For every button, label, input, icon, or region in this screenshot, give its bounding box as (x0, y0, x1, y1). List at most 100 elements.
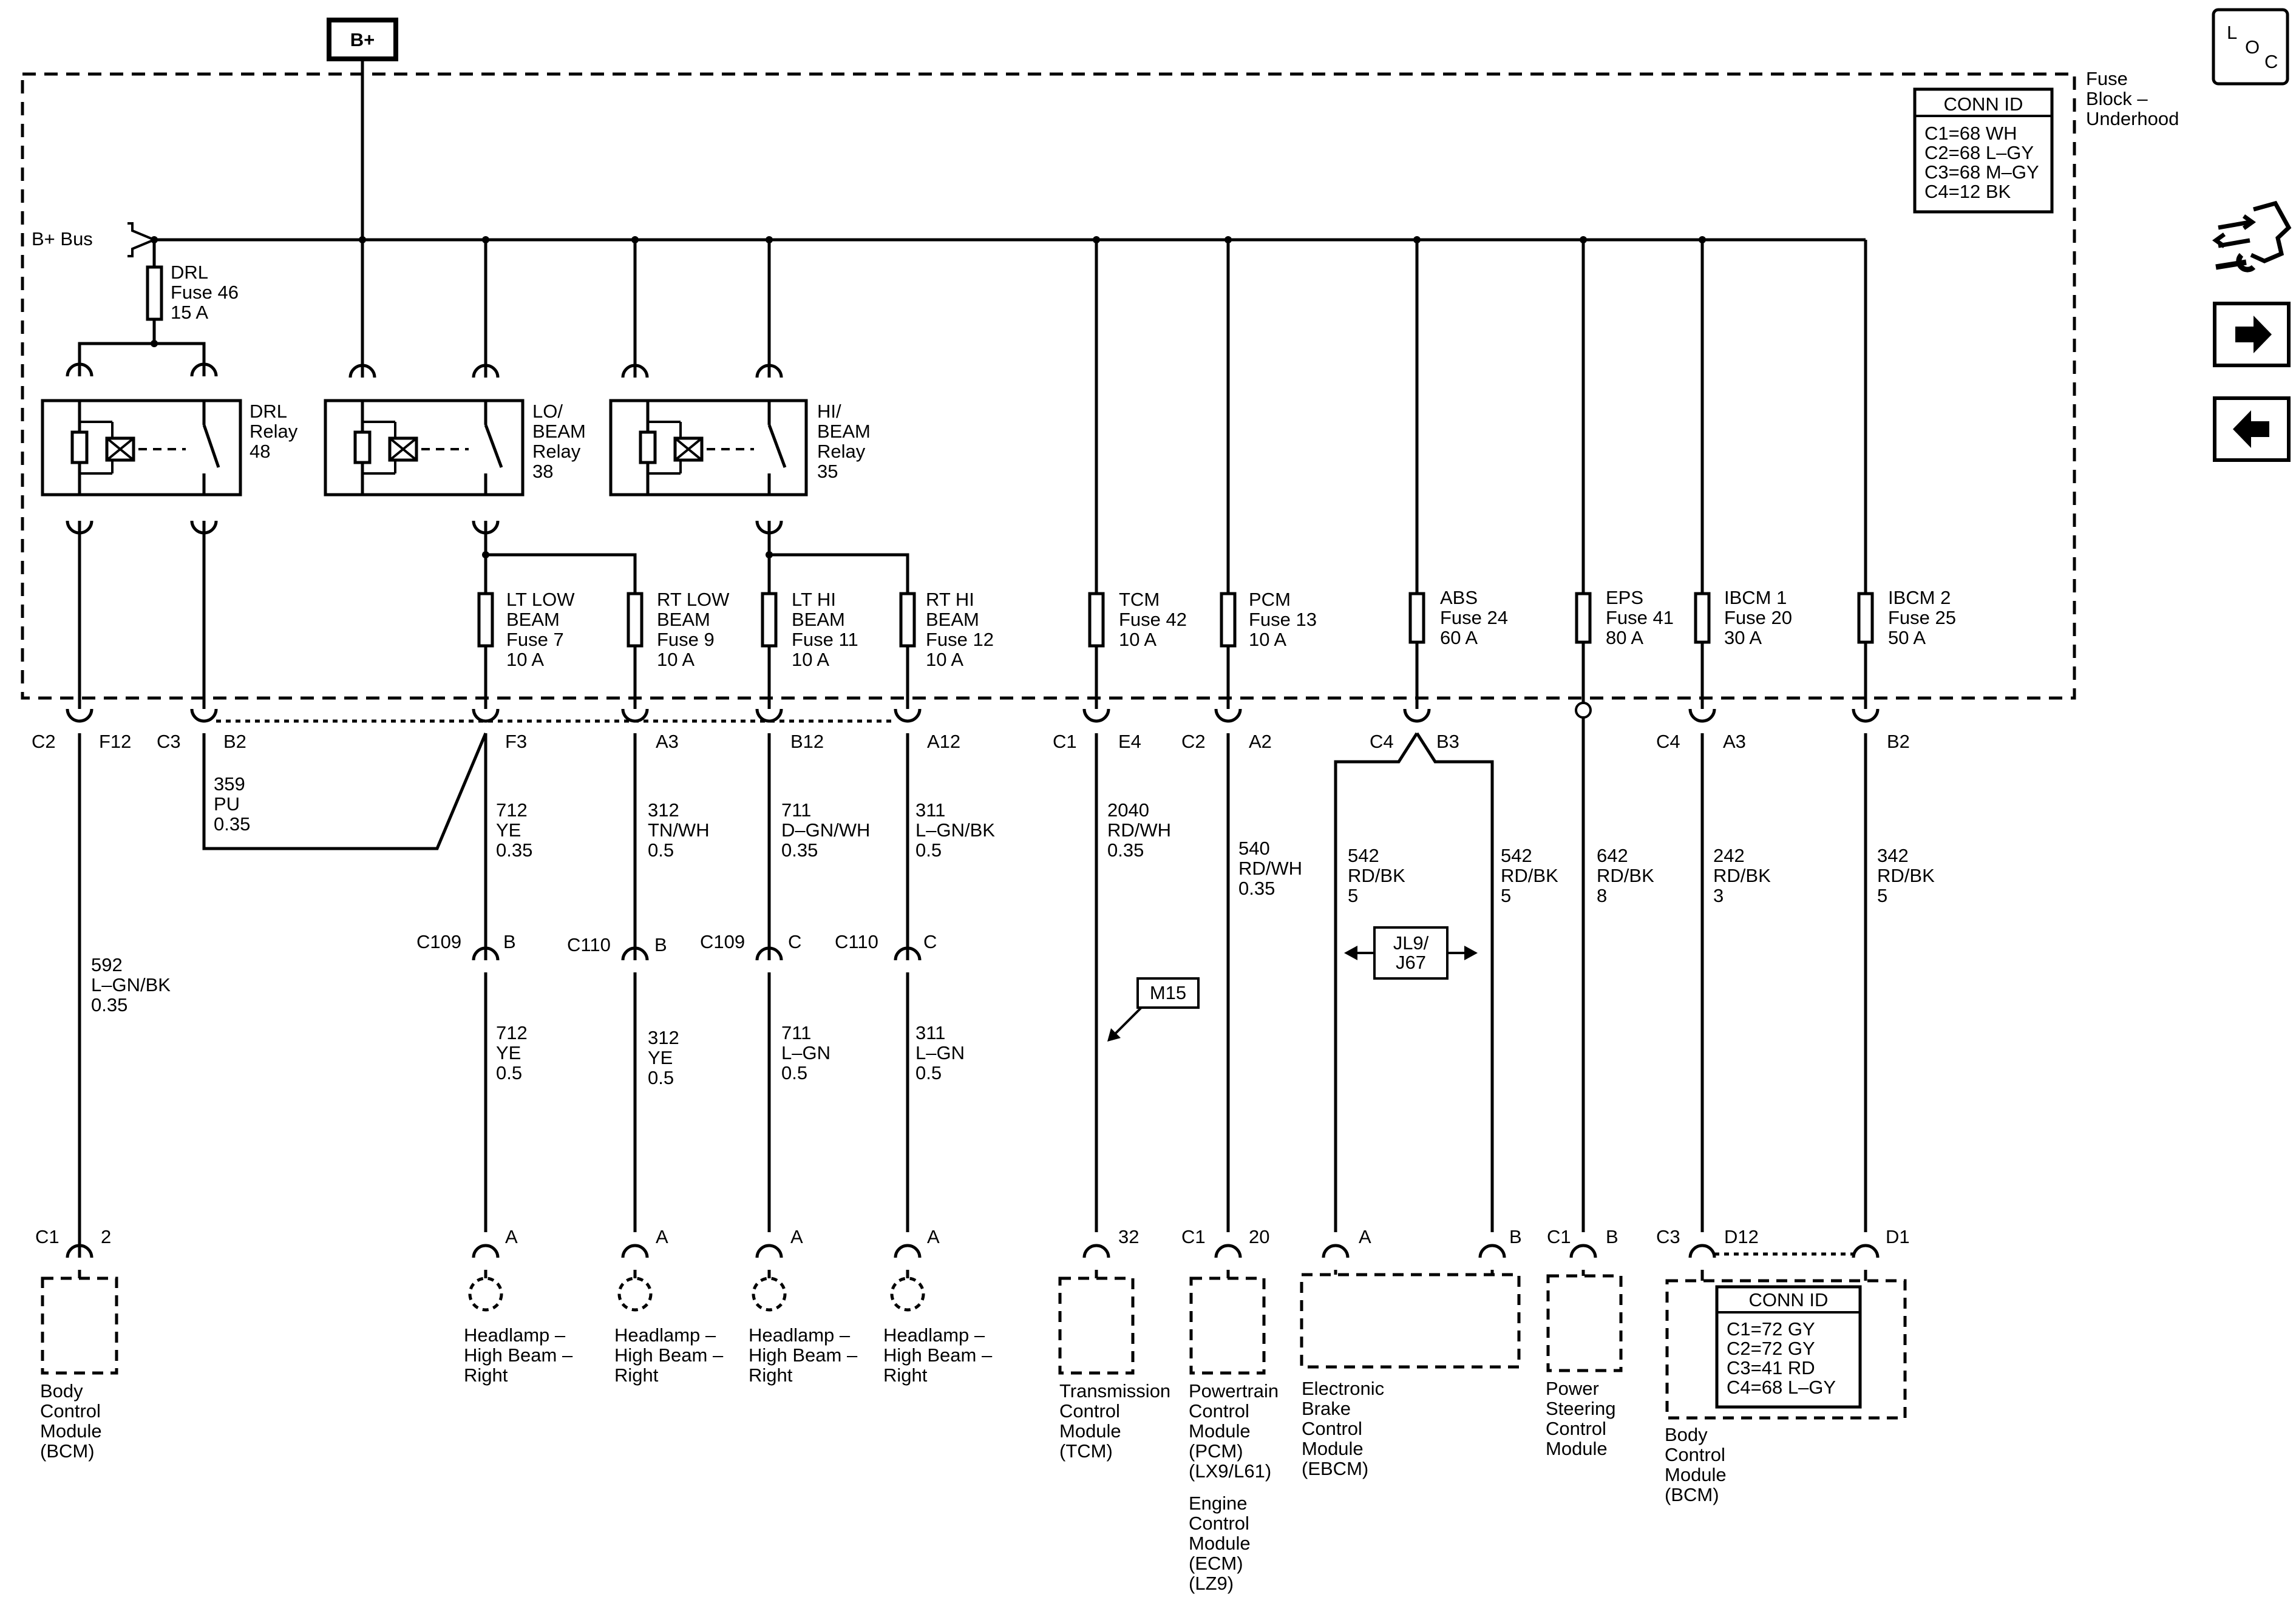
svg-text:A: A (505, 1226, 518, 1247)
svg-text:C3: C3 (157, 731, 181, 752)
svg-text:32: 32 (1118, 1226, 1139, 1247)
lamp-fuse-branches (482, 521, 909, 594)
svg-text:A2: A2 (1249, 731, 1272, 752)
svg-text:C1: C1 (1053, 731, 1077, 752)
svg-text:C4=12 BK: C4=12 BK (1924, 181, 2011, 202)
svg-text:M15: M15 (1150, 982, 1186, 1003)
svg-text:B: B (1606, 1226, 1618, 1247)
svg-text:A3: A3 (1723, 731, 1746, 752)
svg-text:C4: C4 (1656, 731, 1680, 752)
svg-text:B2: B2 (1887, 731, 1910, 752)
block-connector-pins: C2 F12 C3 B2 F3 A3 B12 A12 C1 E4 C2 A2 C… (32, 702, 1910, 752)
svg-text:C109: C109 (700, 931, 745, 952)
headlamp-1: Headlamp –High Beam –Right (464, 1270, 573, 1386)
svg-text:C3=68 M–GY: C3=68 M–GY (1924, 161, 2039, 183)
svg-text:A3: A3 (656, 731, 679, 752)
svg-text:O: O (2245, 36, 2260, 58)
svg-text:D12: D12 (1724, 1226, 1759, 1247)
svg-text:CONN ID: CONN ID (1749, 1289, 1829, 1310)
headlamp-2: Headlamp –High Beam –Right (614, 1270, 724, 1386)
b-plus-supply: B+ (327, 18, 398, 240)
svg-text:JL9/J67: JL9/J67 (1393, 932, 1429, 973)
svg-text:C3: C3 (1656, 1226, 1680, 1247)
svg-text:B3: B3 (1436, 731, 1459, 752)
loc-icon[interactable]: L O C (2212, 8, 2289, 86)
inline-connectors: C109 B C110 B C109 C C110 C (416, 931, 937, 961)
svg-text:C4: C4 (1370, 731, 1394, 752)
fuse-block-conn-id: CONN ID C1=68 WH C2=68 L–GY C3=68 M–GY C… (1913, 87, 2054, 214)
component-view-icon[interactable] (2212, 200, 2292, 273)
svg-text:C2=68 L–GY: C2=68 L–GY (1924, 142, 2034, 163)
svg-text:Headlamp –High Beam –Right: Headlamp –High Beam –Right (883, 1324, 993, 1386)
svg-text:C: C (788, 931, 801, 952)
next-page-icon[interactable] (2213, 302, 2291, 367)
svg-text:C110: C110 (835, 931, 878, 952)
svg-text:A: A (1359, 1226, 1371, 1247)
svg-text:A: A (790, 1226, 803, 1247)
svg-text:C109: C109 (416, 931, 461, 952)
m15-reference[interactable]: M15 (1107, 977, 1200, 1042)
svg-text:A: A (927, 1226, 940, 1247)
svg-text:A12: A12 (927, 731, 960, 752)
svg-text:C2=72 GY: C2=72 GY (1727, 1338, 1815, 1359)
fuse-block-outline (21, 72, 2076, 700)
svg-text:C: C (923, 931, 937, 952)
svg-text:F3: F3 (505, 731, 527, 752)
svg-text:B: B (1509, 1226, 1522, 1247)
svg-text:CONN ID: CONN ID (1944, 93, 2023, 115)
jl9-j67-reference[interactable]: JL9/J67 (1344, 926, 1478, 980)
bcm-component-right: CONN ID C1=72 GY C2=72 GY C3=41 RD C4=68… (1665, 1270, 1907, 1505)
previous-page-icon[interactable] (2213, 396, 2291, 462)
svg-text:E4: E4 (1118, 731, 1141, 752)
svg-text:Headlamp –High Beam –Right: Headlamp –High Beam –Right (749, 1324, 858, 1386)
svg-text:Headlamp –High Beam –Right: Headlamp –High Beam –Right (464, 1324, 573, 1386)
svg-text:C110: C110 (567, 934, 611, 955)
svg-text:F12: F12 (99, 731, 131, 752)
svg-text:L: L (2227, 22, 2237, 43)
